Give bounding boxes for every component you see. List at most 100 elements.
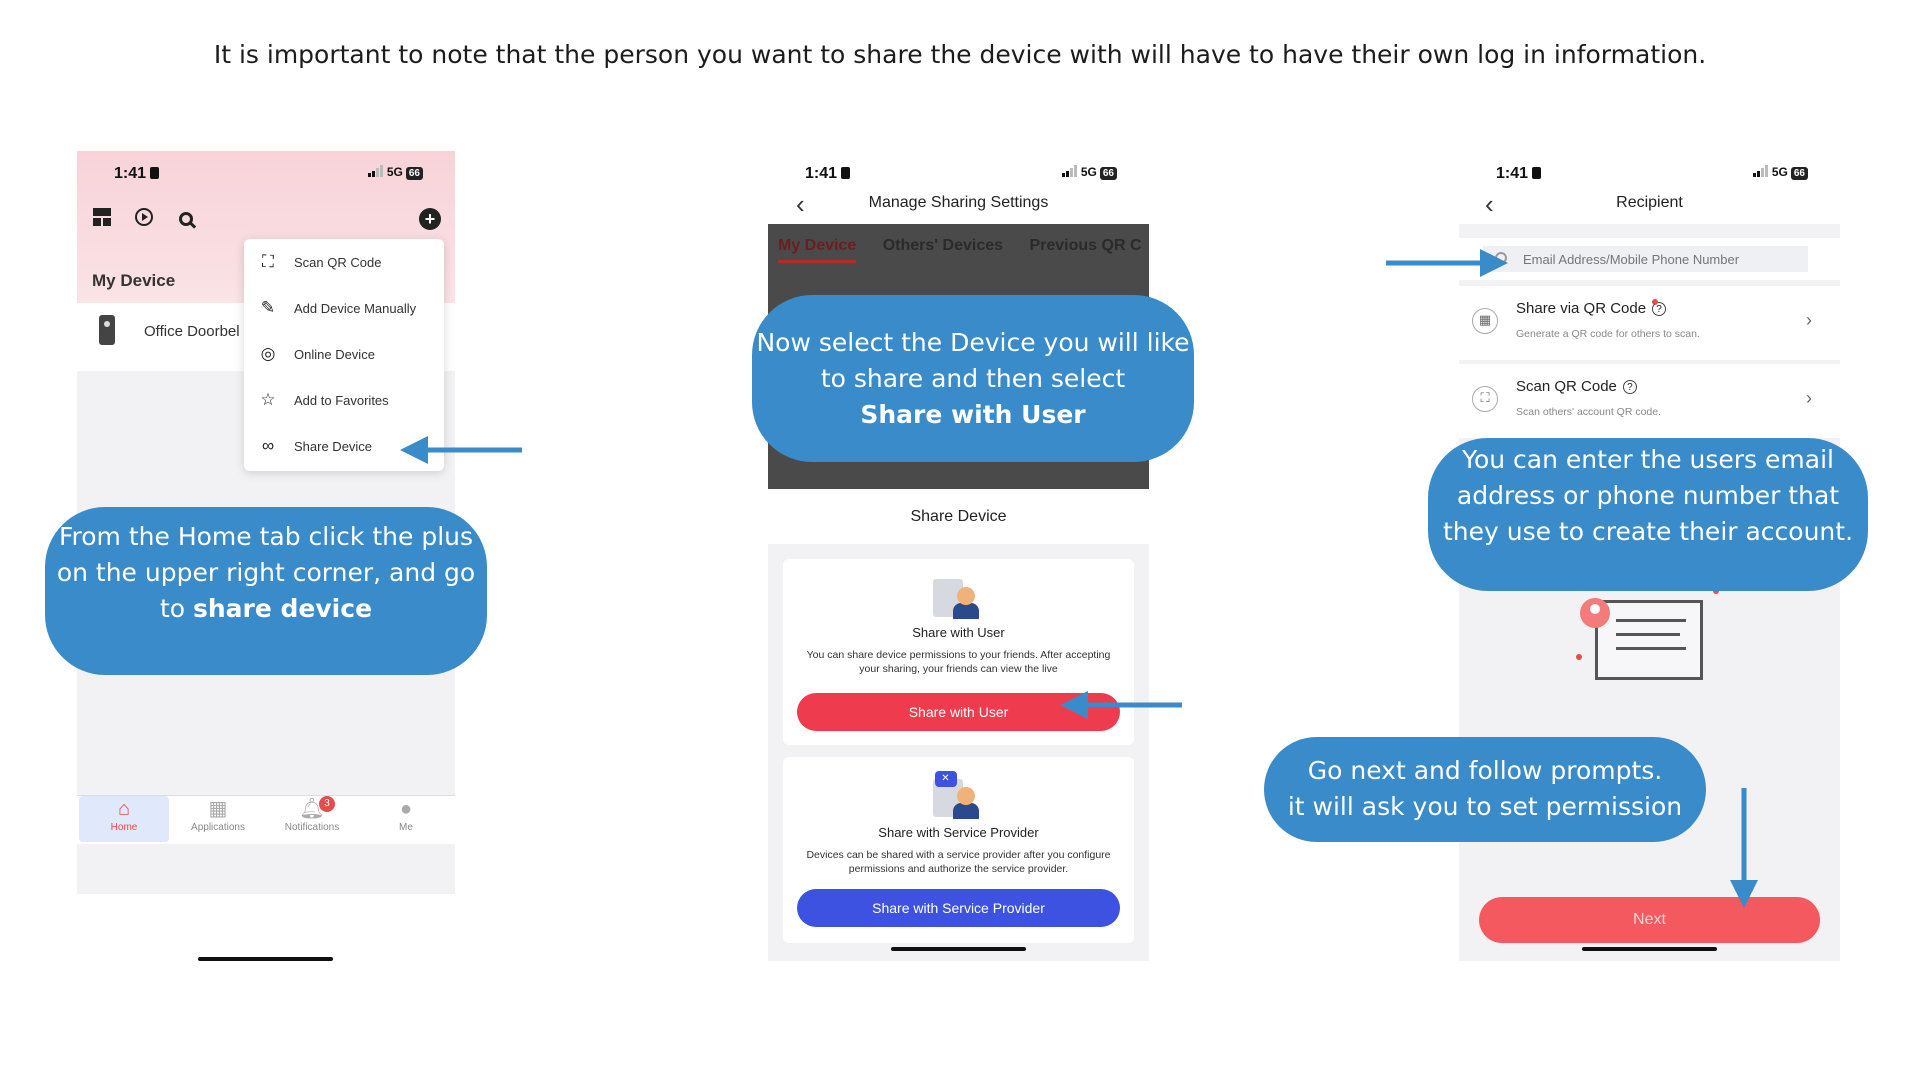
menu-item-scan-qr[interactable]: ⛶ Scan QR Code	[244, 239, 444, 285]
tab-home[interactable]: ⌂ Home	[79, 796, 169, 842]
person-icon: ●	[399, 798, 413, 820]
sharing-tabs: My Device Others' Devices Previous QR C	[778, 237, 1149, 263]
share-icon: ∞	[261, 436, 275, 455]
tab-label: Me	[399, 822, 413, 833]
search-icon[interactable]	[175, 206, 197, 232]
email-field-row	[1459, 238, 1840, 280]
layout-icon[interactable]	[91, 206, 113, 232]
callout-text: From the Home tab click the plus on the …	[56, 522, 476, 623]
menu-item-label: Add to Favorites	[294, 393, 389, 408]
home-indicator	[1582, 947, 1717, 951]
globe-icon: ◎	[260, 344, 276, 363]
callout-text: it will ask you to set permission	[1287, 792, 1683, 821]
network-label: 5G	[1080, 165, 1097, 179]
callout-text: Go next and follow prompts.	[1307, 756, 1663, 785]
status-time: 1:41	[114, 165, 147, 182]
qr-code-icon: ▦	[1472, 308, 1498, 334]
tab-label: Applications	[191, 822, 245, 833]
page-title: Recipient	[1616, 194, 1683, 211]
callout-step-1: From the Home tab click the plus on the …	[45, 507, 487, 675]
next-button[interactable]: Next	[1479, 897, 1820, 943]
doorbell-icon	[99, 315, 115, 345]
row-subtitle: Generate a QR code for others to scan.	[1516, 328, 1700, 340]
card-description: Devices can be shared with a service pro…	[806, 849, 1111, 875]
star-icon: ☆	[260, 390, 276, 409]
menu-item-label: Add Device Manually	[294, 301, 417, 316]
tab-notifications[interactable]: 🔔︎ 3 Notifications	[267, 796, 357, 842]
tab-label: Home	[110, 822, 138, 833]
arrow-to-next-button	[1730, 788, 1758, 908]
plus-dropdown-menu: ⛶ Scan QR Code ✎ Add Device Manually ◎ O…	[244, 239, 444, 471]
tab-my-device[interactable]: My Device	[778, 237, 857, 263]
battery-icon: 66	[1790, 167, 1808, 180]
signal-icon	[1752, 165, 1768, 180]
scan-qr-icon: ⛶	[1472, 386, 1498, 412]
tab-others-devices[interactable]: Others' Devices	[882, 237, 1004, 254]
signal-icon	[1061, 165, 1077, 180]
share-with-user-card: Share with User You can share device per…	[783, 559, 1134, 745]
avatar-icon	[1580, 598, 1610, 628]
chevron-right-icon: ›	[1806, 388, 1812, 408]
row-subtitle: Scan others' account QR code.	[1516, 406, 1662, 418]
scan-qr-icon: ⛶	[262, 252, 274, 271]
menu-item-label: Share Device	[294, 439, 373, 454]
arrow-to-share-device	[400, 436, 522, 464]
tab-label: Notifications	[284, 822, 340, 833]
tab-me[interactable]: ● Me	[361, 796, 451, 842]
back-chevron-icon[interactable]: ‹	[1485, 189, 1494, 219]
card-description: You can share device permissions to your…	[806, 649, 1111, 675]
sheet-title: Share Device	[768, 489, 1149, 544]
callout-step-4: Go next and follow prompts. it will ask y…	[1264, 737, 1706, 842]
decor-dot	[1713, 588, 1719, 594]
notification-badge: 3	[319, 796, 335, 812]
chevron-right-icon: ›	[1806, 310, 1812, 330]
home-icon: ⌂	[117, 798, 131, 820]
email-phone-input[interactable]	[1483, 246, 1808, 272]
arrow-to-email-field	[1386, 249, 1508, 277]
signal-icon	[367, 165, 383, 180]
lock-icon	[841, 167, 851, 179]
menu-item-add-manually[interactable]: ✎ Add Device Manually	[244, 285, 444, 331]
network-label: 5G	[1771, 165, 1788, 179]
playback-icon[interactable]	[133, 206, 155, 232]
bottom-tab-bar: ⌂ Home ▦ Applications 🔔︎ 3 Notifications…	[77, 795, 455, 844]
share-device-sheet: Share Device Share with User You can sha…	[768, 489, 1149, 961]
menu-item-share-device[interactable]: ∞ Share Device	[244, 423, 444, 469]
home-indicator	[198, 957, 333, 961]
decor-dot	[1576, 654, 1582, 660]
battery-icon: 66	[1099, 167, 1117, 180]
tab-previous-qr[interactable]: Previous QR C	[1029, 237, 1142, 254]
back-chevron-icon[interactable]: ‹	[796, 189, 805, 219]
share-via-qr-row[interactable]: ▦ Share via QR Code? Generate a QR code …	[1459, 286, 1840, 360]
tab-applications[interactable]: ▦ Applications	[173, 796, 263, 842]
callout-emphasis: Share with User	[860, 400, 1086, 429]
add-device-icon: ✎	[260, 298, 276, 317]
card-title: Share with User	[912, 625, 1005, 640]
callout-step-2: Now select the Device you will like to s…	[752, 295, 1194, 462]
service-provider-illustration: ✕	[932, 771, 985, 819]
share-with-provider-card: ✕ Share with Service Provider Devices ca…	[783, 757, 1134, 943]
scan-qr-row[interactable]: ⛶ Scan QR Code? Scan others' account QR …	[1459, 364, 1840, 438]
menu-item-label: Scan QR Code	[294, 255, 382, 270]
new-indicator-dot	[1652, 299, 1658, 305]
share-with-provider-button[interactable]: Share with Service Provider	[797, 889, 1120, 927]
menu-item-label: Online Device	[294, 347, 375, 362]
home-toolbar	[91, 206, 211, 232]
help-icon[interactable]: ?	[1622, 380, 1637, 394]
instruction-headline: It is important to note that the person …	[213, 40, 1707, 69]
add-plus-button[interactable]: +	[419, 208, 441, 230]
home-indicator	[891, 947, 1026, 951]
arrow-to-share-with-user	[1060, 691, 1182, 719]
menu-item-online-device[interactable]: ◎ Online Device	[244, 331, 444, 377]
menu-item-add-favorites[interactable]: ☆ Add to Favorites	[244, 377, 444, 423]
device-name: Office Doorbel	[144, 323, 240, 340]
help-icon[interactable]: ?	[1652, 302, 1667, 316]
share-with-user-button[interactable]: Share with User	[797, 693, 1120, 731]
lock-icon	[150, 167, 160, 179]
apps-icon: ▦	[208, 798, 228, 820]
row-title: Scan QR Code	[1516, 378, 1617, 395]
